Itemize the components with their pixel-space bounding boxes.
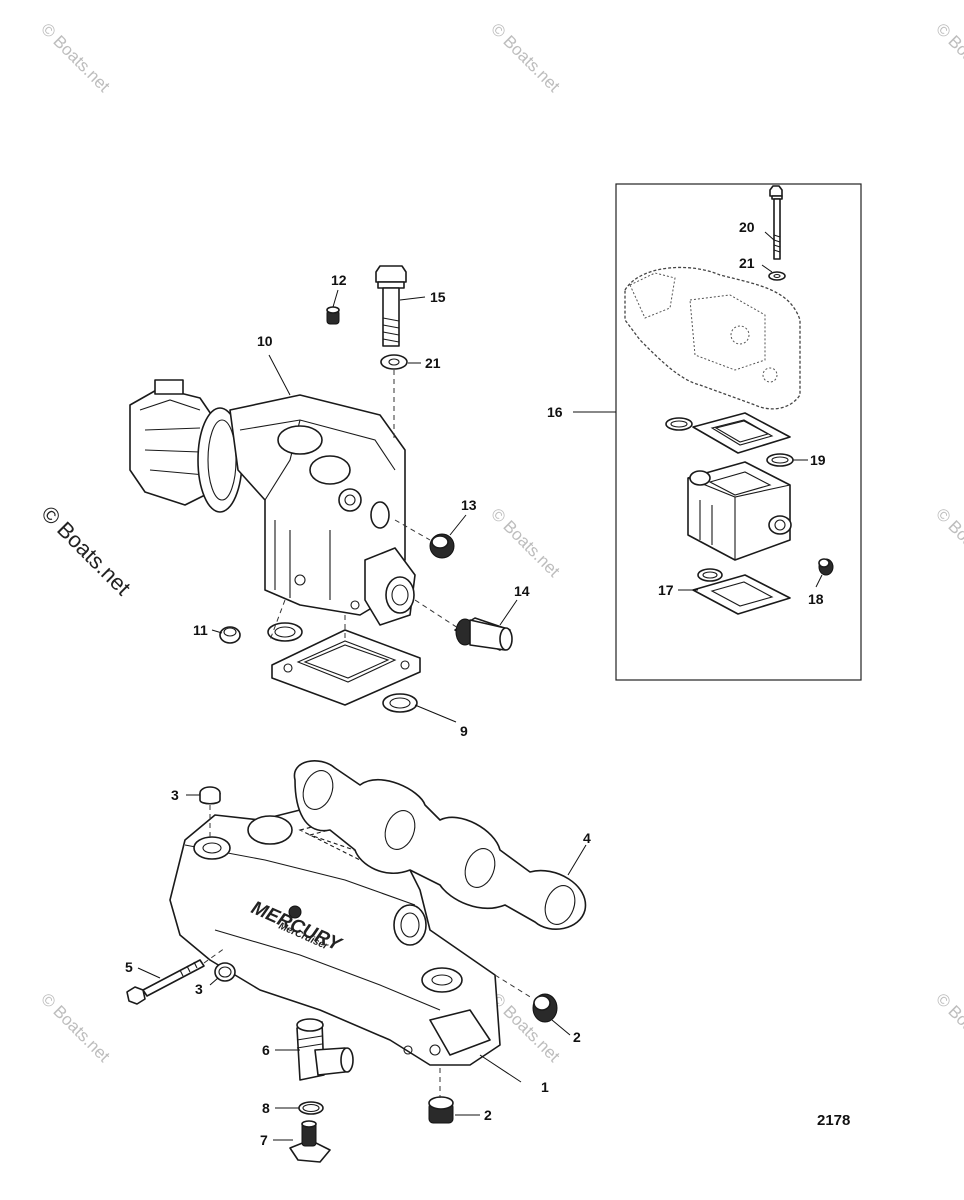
plug-3-top	[199, 786, 221, 805]
watermark-text: © Boats.net	[932, 989, 964, 1066]
callout-9: 9	[460, 723, 468, 739]
plug-13	[429, 533, 455, 559]
cap-11	[219, 626, 241, 644]
callout-3: 3	[195, 981, 203, 997]
callout-10: 10	[257, 333, 273, 349]
elbow-housing-10	[129, 379, 416, 626]
pipe-nipple-14	[454, 617, 513, 651]
manifold-gasket-4	[293, 760, 587, 930]
callout-18: 18	[808, 591, 824, 607]
plug-18	[818, 558, 834, 576]
plug-2-right	[532, 993, 558, 1023]
washer-21-inset	[768, 271, 786, 281]
bolt-5	[126, 959, 205, 1005]
callout-11: 11	[193, 622, 208, 638]
callout-21: 21	[425, 355, 441, 371]
plug-3-side	[214, 962, 236, 982]
inset-box	[615, 183, 862, 681]
plug-12	[326, 306, 340, 325]
callout-13: 13	[461, 497, 477, 513]
figure-number: 2178	[817, 1112, 850, 1129]
callout-21: 21	[739, 255, 755, 271]
callout-16: 16	[547, 404, 563, 420]
bolt-15	[375, 265, 407, 347]
callout-17: 17	[658, 582, 674, 598]
exhaust-manifold-1	[169, 809, 501, 1066]
callout-8: 8	[262, 1100, 270, 1116]
washer-21	[380, 354, 408, 370]
callout-7: 7	[260, 1132, 268, 1148]
watermark-text-dark: © Boats.net	[36, 501, 135, 600]
riser-spacer-block	[687, 461, 792, 561]
leader-lines	[137, 231, 823, 1141]
callout-12: 12	[331, 272, 347, 288]
watermark-text: © Boats.net	[487, 19, 564, 96]
gasket-19-inset	[665, 412, 794, 467]
callout-2: 2	[573, 1029, 581, 1045]
callout-14: 14	[514, 583, 530, 599]
gasket-9	[267, 622, 421, 713]
callout-labels: 1 2 2 3 3 4 5 6 7 8 9 10 11 12 13 14 15 …	[125, 219, 826, 1148]
drain-plug-7	[289, 1120, 331, 1163]
gasket-17-inset	[692, 568, 791, 615]
callout-1: 1	[541, 1079, 549, 1095]
callout-15: 15	[430, 289, 446, 305]
watermark-text: © Boats.net	[37, 19, 114, 96]
callout-4: 4	[583, 830, 591, 846]
watermark-text: © Boats.net	[932, 19, 964, 96]
bolt-20	[769, 185, 783, 260]
fitting-6	[296, 1018, 354, 1081]
callout-19: 19	[810, 452, 826, 468]
callout-2: 2	[484, 1107, 492, 1123]
watermark-text: © Boats.net	[487, 504, 564, 581]
plug-2-bottom	[428, 1096, 454, 1124]
watermark-text: © Boats.net	[37, 989, 114, 1066]
watermark-text: © Boats.net	[932, 504, 964, 581]
callout-6: 6	[262, 1042, 270, 1058]
callout-5: 5	[125, 959, 133, 975]
callout-3: 3	[171, 787, 179, 803]
inset-elbow-housing	[624, 266, 801, 410]
callout-20: 20	[739, 219, 755, 235]
